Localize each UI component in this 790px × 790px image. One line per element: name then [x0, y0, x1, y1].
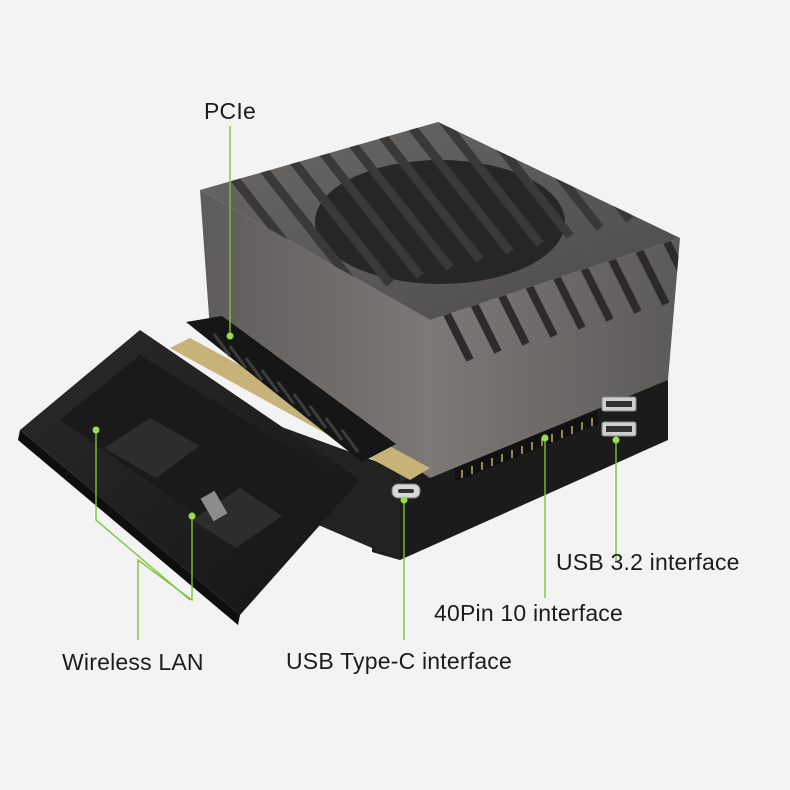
gpio-header [455, 410, 598, 482]
callout-lines [95, 126, 617, 640]
metal-case [200, 190, 680, 478]
label-wireless-lan: Wireless LAN [62, 649, 204, 675]
label-usb32: USB 3.2 interface [556, 549, 740, 575]
usbc-port [391, 483, 421, 499]
label-gpio: 40Pin 10 interface [434, 600, 624, 626]
label-pcie: PCIe [204, 98, 256, 124]
usb32-ports [601, 396, 637, 437]
wlan-cover-tray [18, 330, 360, 625]
pcie-slot [170, 316, 430, 480]
callout-dots [92, 332, 620, 520]
label-usb-type-c: USB Type-C interface [286, 648, 513, 674]
